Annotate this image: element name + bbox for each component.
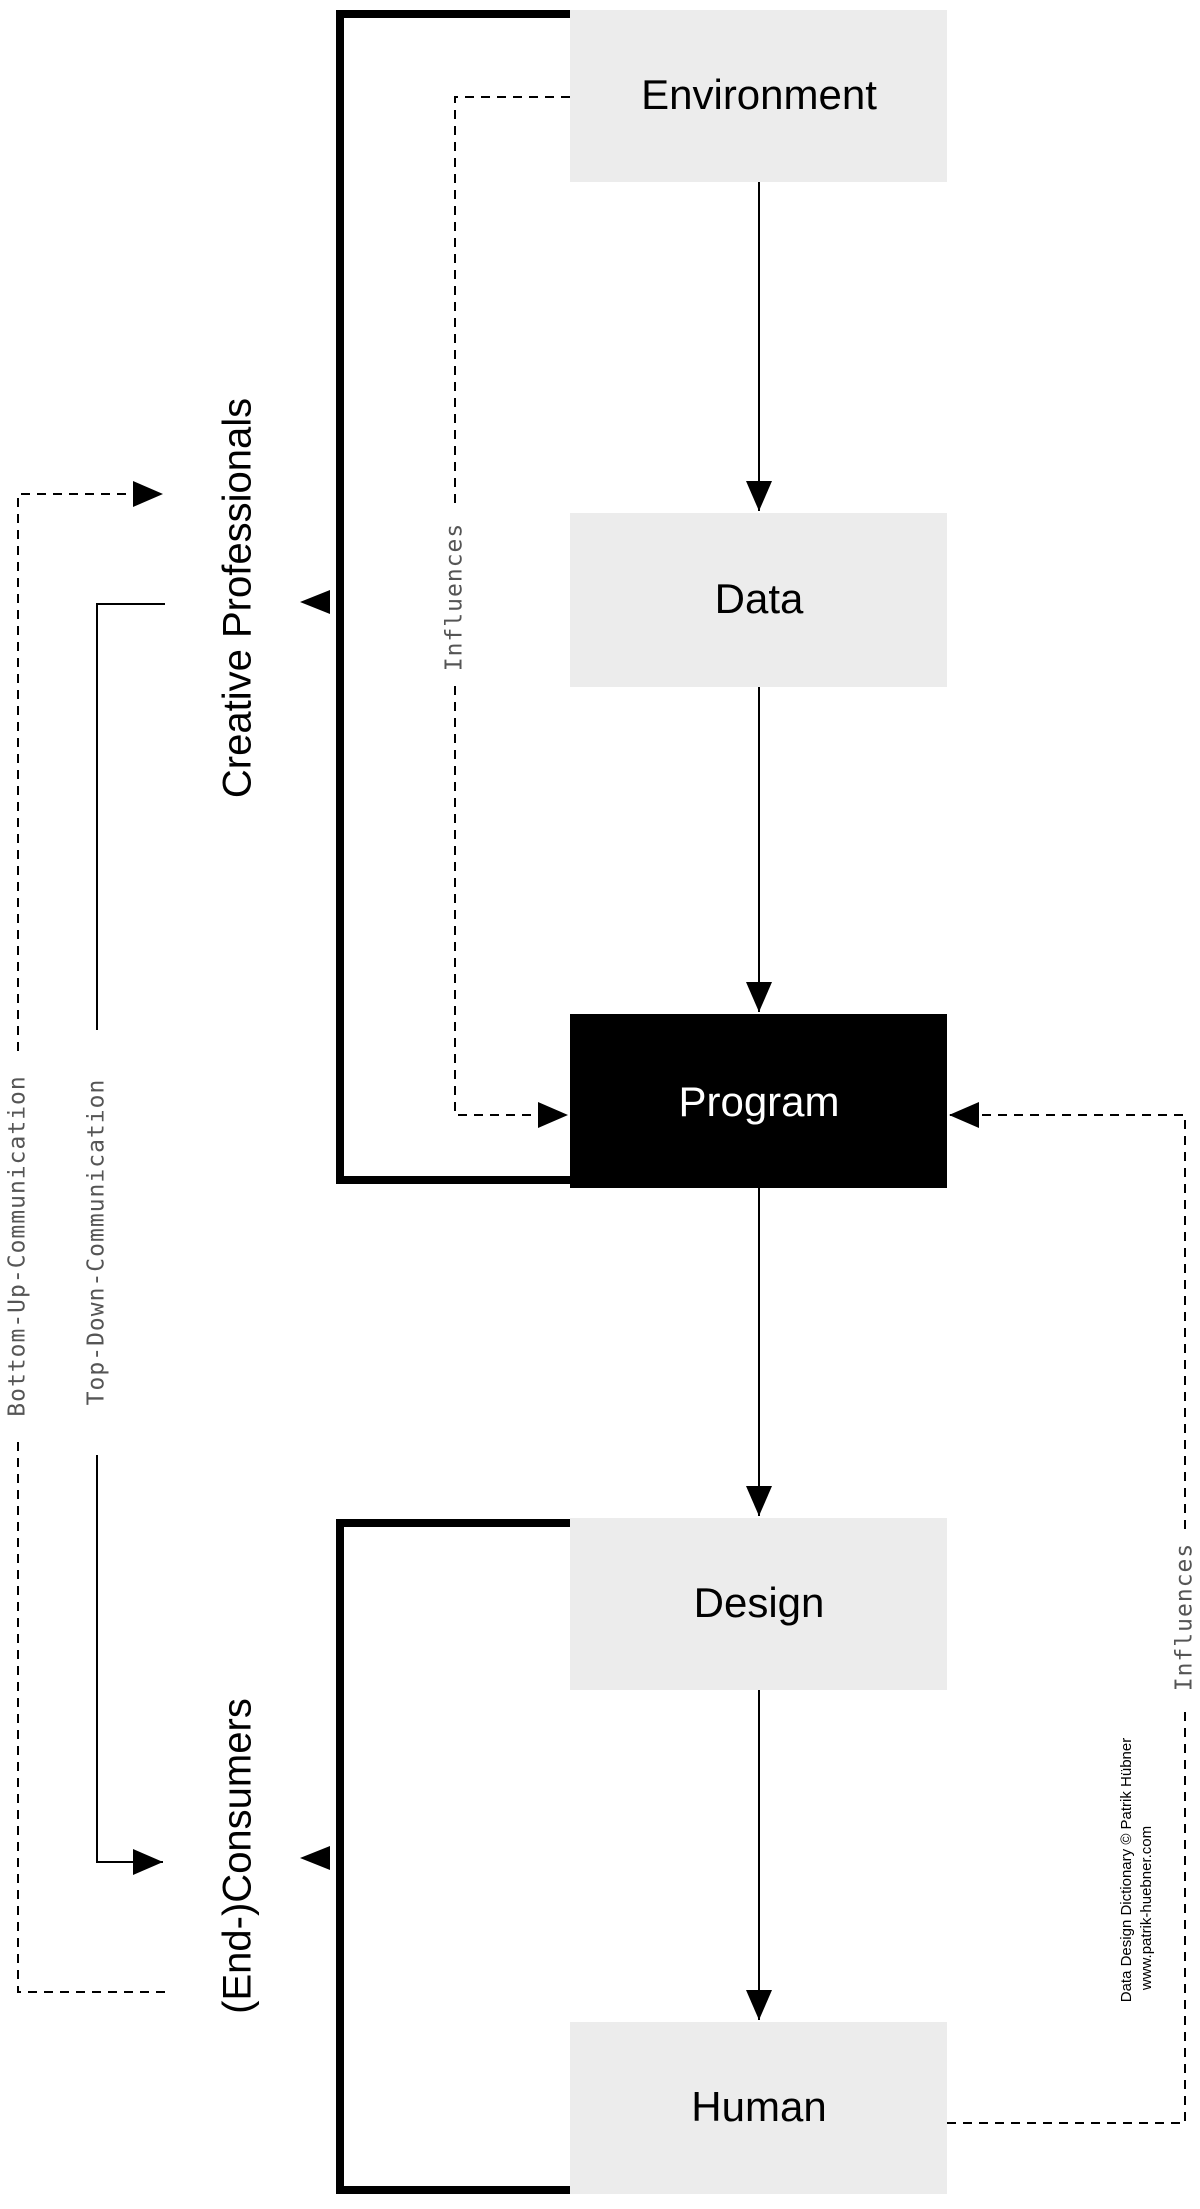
human-label: Human	[691, 2083, 826, 2130]
bottom-up-communication-label: Bottom-Up-Communication	[5, 1075, 31, 1417]
program-label: Program	[678, 1078, 839, 1125]
influences-top-label: Influences	[442, 523, 468, 671]
top-down-label-bg	[80, 1030, 114, 1455]
creative-professionals-pointer-icon	[300, 590, 330, 614]
design-label: Design	[694, 1579, 825, 1626]
end-consumers-label: (End-)Consumers	[216, 1698, 260, 2014]
end-consumers-pointer-icon	[300, 1846, 330, 1870]
top-down-communication-label: Top-Down-Communication	[84, 1079, 110, 1406]
data-box	[570, 513, 947, 687]
environment-box	[570, 10, 947, 182]
influences-top-connector	[454, 96, 570, 1128]
creative-professionals-label: Creative Professionals	[216, 398, 260, 798]
influences-top-label-bg	[438, 510, 472, 685]
end-consumers-bracket	[336, 1519, 570, 2194]
environment-label: Environment	[641, 71, 877, 118]
influences-bottom-label: Influences	[1172, 1543, 1198, 1691]
credit-line-2: www.patrik-huebner.com	[1138, 1826, 1155, 1991]
influences-bottom-label-bg	[1168, 1530, 1200, 1705]
creative-professionals-bracket	[336, 10, 570, 1184]
human-box	[570, 2022, 947, 2194]
program-box	[570, 1014, 947, 1188]
bottom-up-label-bg	[1, 1055, 35, 1435]
design-box	[570, 1518, 947, 1690]
data-label: Data	[715, 575, 804, 622]
credit-line-1: Data Design Dictionary © Patrik Hübner	[1118, 1738, 1135, 2003]
